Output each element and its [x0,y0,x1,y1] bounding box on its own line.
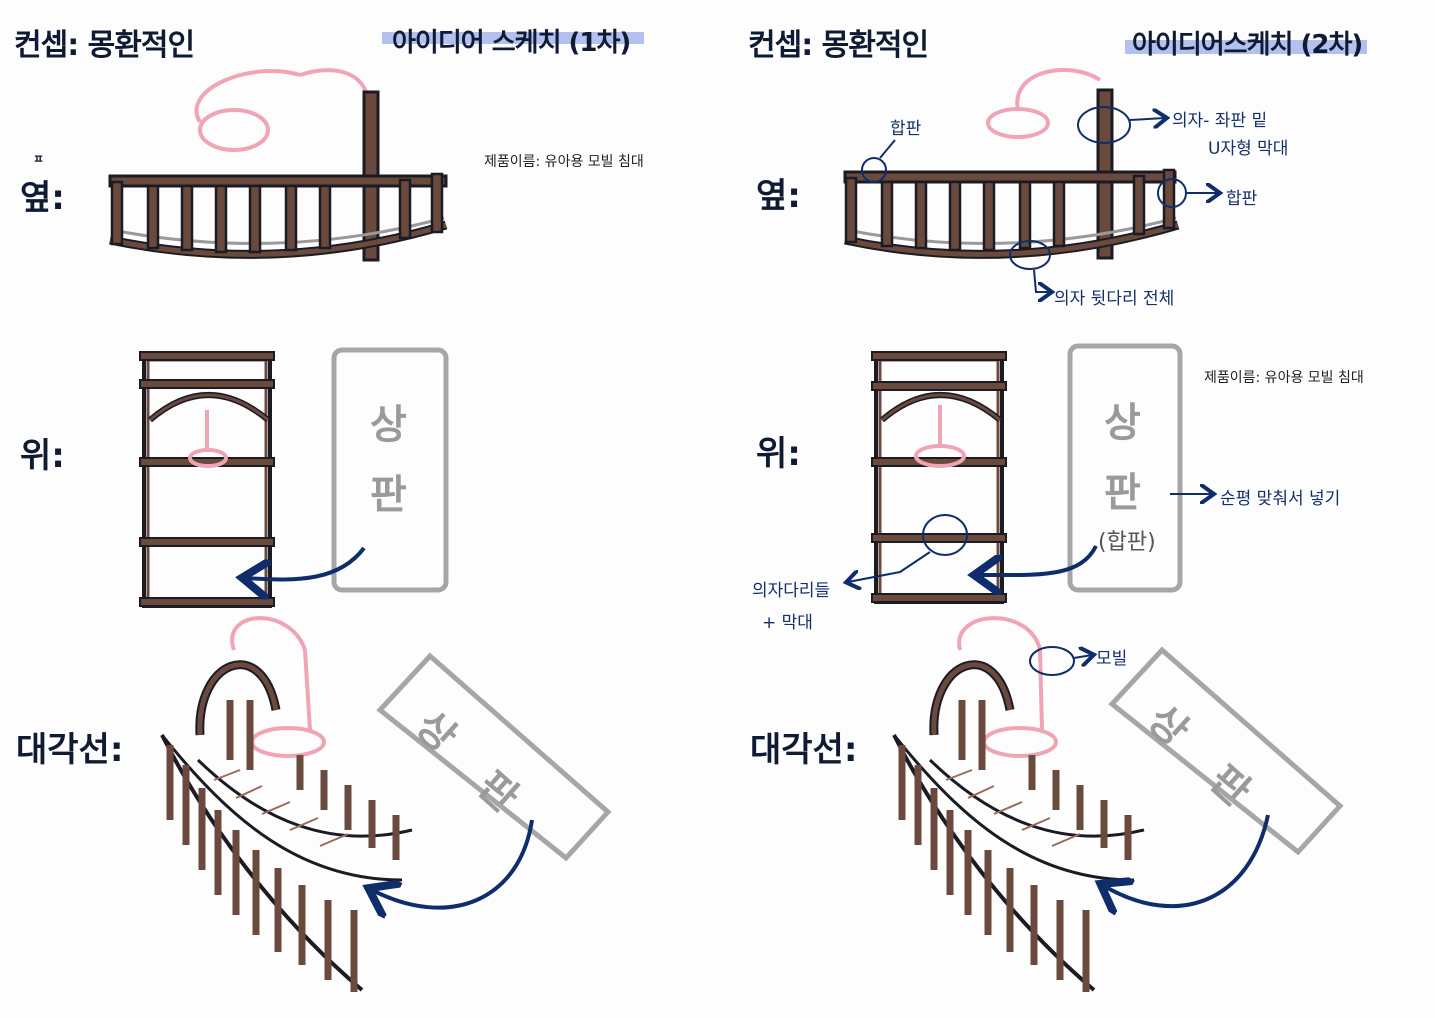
top-view-label-1: 위: [20,436,65,476]
side-view-label-1: 옆: [20,178,65,218]
side-view-label-2: 옆: [756,176,801,216]
annotation-chair-legs-1: 의자다리들 [752,581,831,601]
board-top-char-2: 판 [370,472,407,518]
concept-title-1: 컨셉: 몽환적인 [14,28,195,63]
annotation-chair-seat-2: U자형 막대 [1208,139,1289,159]
board-note-plywood: (합판) [1098,530,1156,555]
diagonal-view-crib-1 [160,616,612,992]
side-view-crib-1 [108,68,448,262]
board-top-char-4: 판 [1104,470,1141,516]
diagonal-view-label-1: 대각선: [16,730,124,770]
annotation-chair-seat-1: 의자- 좌판 밑 [1172,111,1268,131]
annotation-plywood-right: 합판 [1226,189,1258,209]
title-highlight-1 [382,32,644,44]
idea-sketch-title-2: 아이디어스케치 (2차) [1132,30,1363,60]
top-view-label-2: 위: [756,434,801,474]
title-highlight-2 [1125,40,1367,54]
top-view-crib-1 [139,347,449,608]
annotation-mobile: 모빌 [1096,649,1128,669]
annotation-chair-back-legs: 의자 뒷다리 전체 [1054,289,1175,309]
annotation-plywood-left: 합판 [890,119,922,139]
diagonal-view-crib-2 [892,616,1344,992]
top-view-crib-2 [848,343,1212,604]
side-view-crib-2 [843,68,1218,292]
idea-sketch-title-1: 아이디어 스케치 (1차) [392,28,631,58]
diagonal-view-label-2: 대각선: [750,730,858,770]
concept-title-2: 컨셉: 몽환적인 [748,28,929,63]
side-view-mark-1: ㅍ [33,152,45,166]
annotation-fit-order: 순평 맞춰서 넣기 [1220,489,1341,509]
board-top-char-1: 상 [370,402,407,448]
annotation-chair-legs-2: + 막대 [762,613,813,633]
board-top-char-3: 상 [1104,400,1141,446]
product-name-2: 제품이름: 유아용 모빌 침대 [1204,370,1364,386]
product-name-1: 제품이름: 유아용 모빌 침대 [484,154,644,170]
